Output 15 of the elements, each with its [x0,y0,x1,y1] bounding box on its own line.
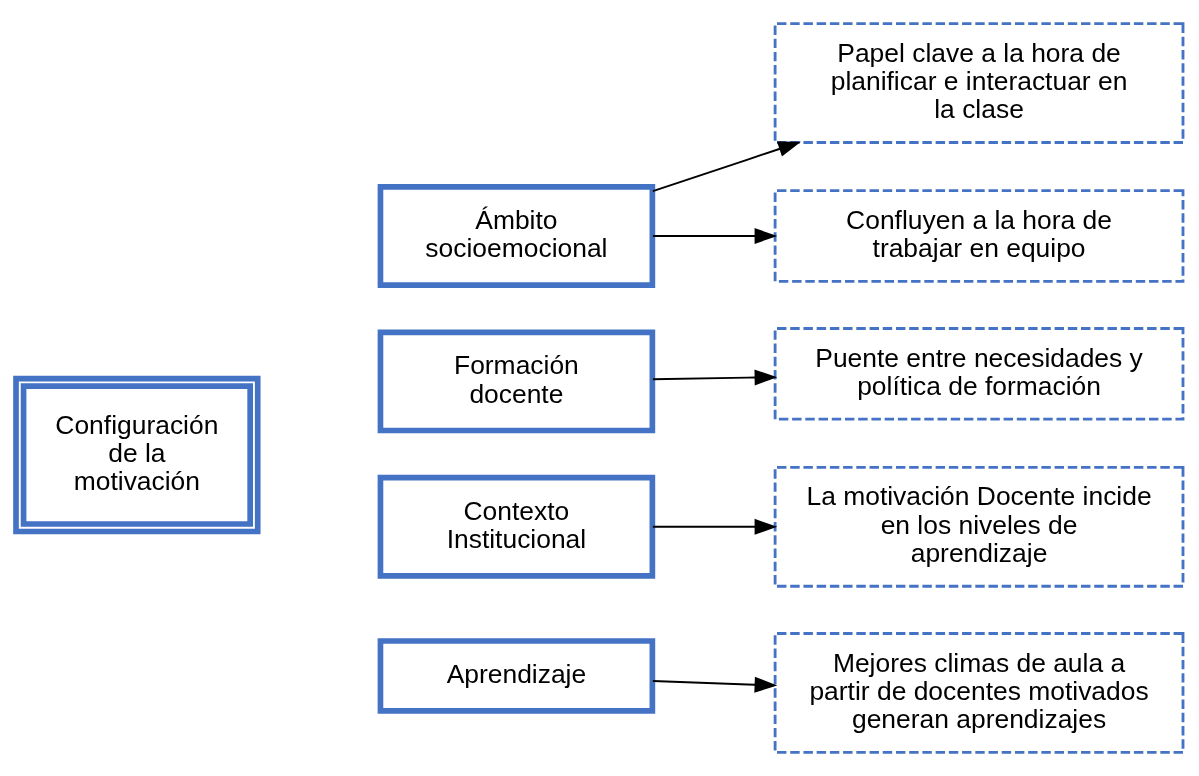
node-box: Contexto Institucional [377,474,656,579]
arrow [651,676,778,693]
arrow [651,141,801,193]
node-box: Mejores climas de aula a partir de docentes motivados generan aprendizajes [773,632,1185,754]
node-box: Puente entre necesidades y política de formación [773,327,1185,421]
arrow [651,518,778,535]
node-box: La motivación Docente incide en los niveles de aprendizaje [773,465,1185,588]
node-box: Configuración de la motivación [13,375,261,535]
node-box: Ámbito socioemocional [377,184,656,288]
arrow [651,369,778,386]
node-box: Confluyen a la hora de trabajar en equipo [773,189,1185,283]
node-box: Papel clave a la hora de planificar e interactuar en la clase [773,22,1185,144]
node-box: Formación docente [377,329,656,434]
arrow [651,228,778,244]
node-box: Aprendizaje [377,638,656,714]
